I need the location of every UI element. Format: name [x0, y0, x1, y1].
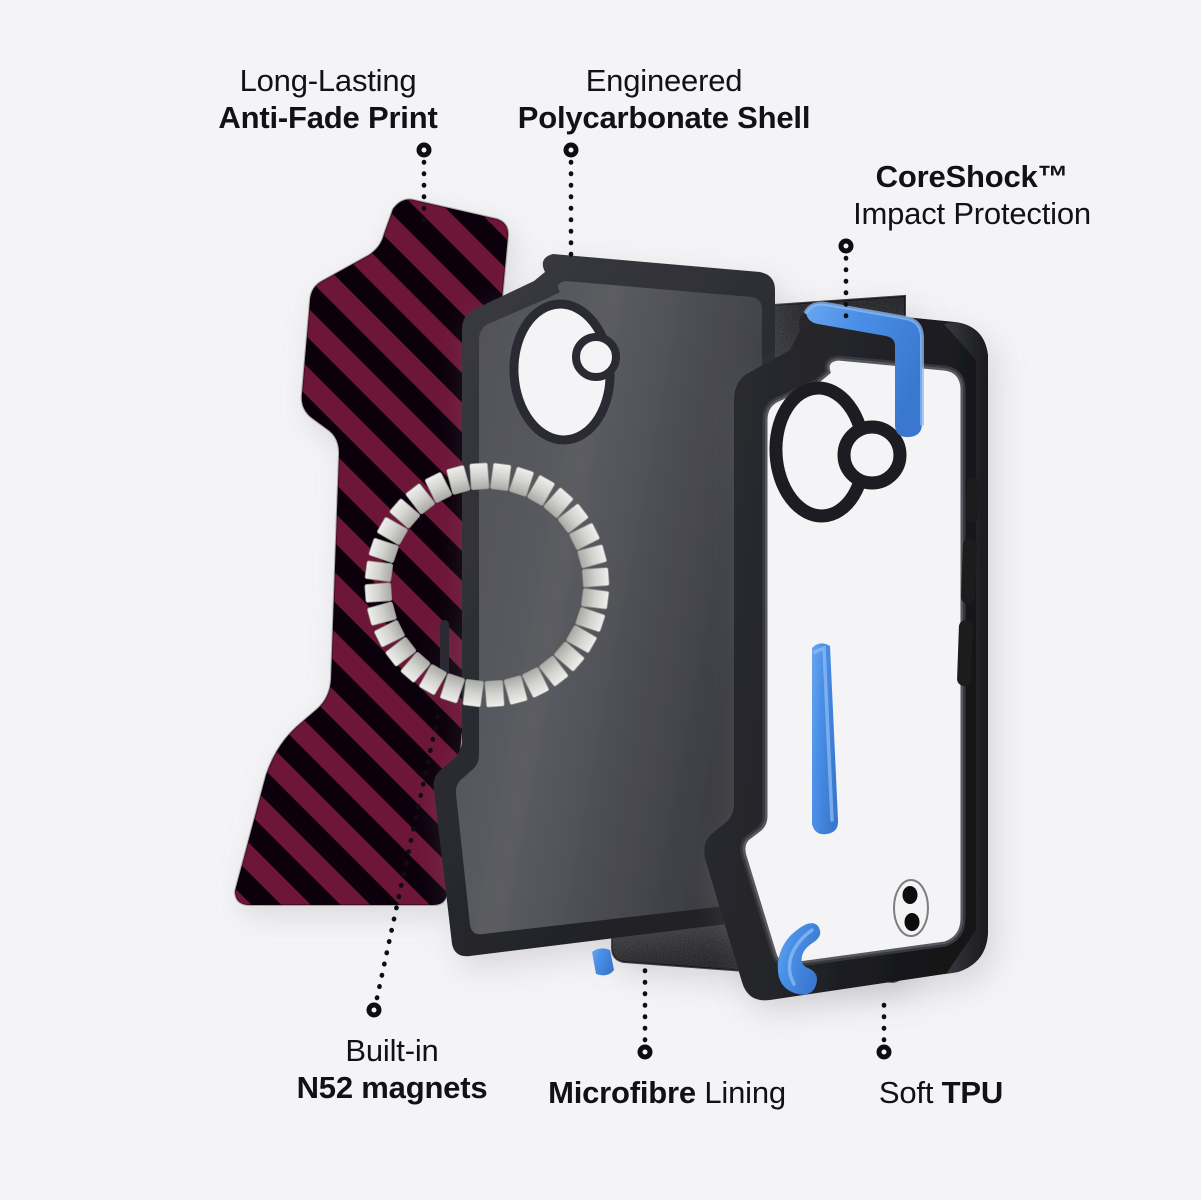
tpu-side-buttons [957, 478, 980, 686]
leader-ring-coreshock [838, 238, 854, 254]
callout-n52-magnets-line1: Built-in [345, 1033, 439, 1068]
callout-soft-tpu: Soft TPU [879, 1074, 1003, 1111]
callout-anti-fade-print-line1: Long-Lasting [239, 63, 417, 98]
coreshock-nub [592, 948, 614, 976]
callout-polycarbonate-shell-line2: Polycarbonate Shell [517, 100, 811, 136]
callout-polycarbonate-shell: Engineered Polycarbonate Shell [518, 62, 811, 136]
callout-microfibre-lining-bold: Microfibre [548, 1075, 696, 1110]
callout-n52-magnets: Built-in N52 magnets [297, 1032, 488, 1106]
callout-microfibre-lining: Microfibre Lining [548, 1074, 786, 1111]
shell-button-ridge [440, 620, 449, 682]
tpu-port-holes [893, 879, 929, 937]
callout-coreshock-line1: CoreShock™ [875, 159, 1069, 194]
leader-ring-anti-fade-print [416, 142, 432, 158]
callout-soft-tpu-bold: TPU [941, 1075, 1004, 1110]
coreshock-top-bracket [806, 303, 922, 438]
leader-n52-magnets [374, 703, 443, 1001]
callout-coreshock-impact-protection: CoreShock™ Impact Protection [853, 158, 1091, 232]
callout-polycarbonate-shell-line1: Engineered [585, 63, 743, 98]
callout-coreshock-line2: Impact Protection [853, 196, 1091, 232]
callout-n52-magnets-line2: N52 magnets [296, 1070, 488, 1106]
layer-polycarbonate-shell [433, 254, 775, 957]
coreshock-bottom-corner [777, 923, 821, 995]
callout-soft-tpu-text: Soft TPU [879, 1074, 1003, 1111]
callout-leader-rings [366, 142, 892, 1060]
layer-soft-tpu-bumper [704, 308, 988, 1001]
layer-coreshock-inserts [592, 301, 924, 995]
callout-microfibre-lining-text: Microfibre Lining [548, 1074, 786, 1111]
layer-n52-magnet-ring [364, 462, 610, 708]
leader-ring-polycarbonate [563, 142, 579, 158]
tpu-camera-ring [769, 381, 907, 523]
callout-anti-fade-print-line2: Anti-Fade Print [218, 100, 438, 136]
leader-ring-soft-tpu [876, 1044, 892, 1060]
callout-leader-lines [374, 159, 887, 1043]
callout-microfibre-lining-reg: Lining [695, 1075, 786, 1110]
leader-ring-n52-magnets [366, 1002, 382, 1018]
sensor-cutout [572, 333, 620, 381]
leader-ring-microfibre [637, 1044, 653, 1060]
callout-soft-tpu-reg: Soft [878, 1075, 942, 1110]
callout-anti-fade-print: Long-Lasting Anti-Fade Print [218, 62, 437, 136]
